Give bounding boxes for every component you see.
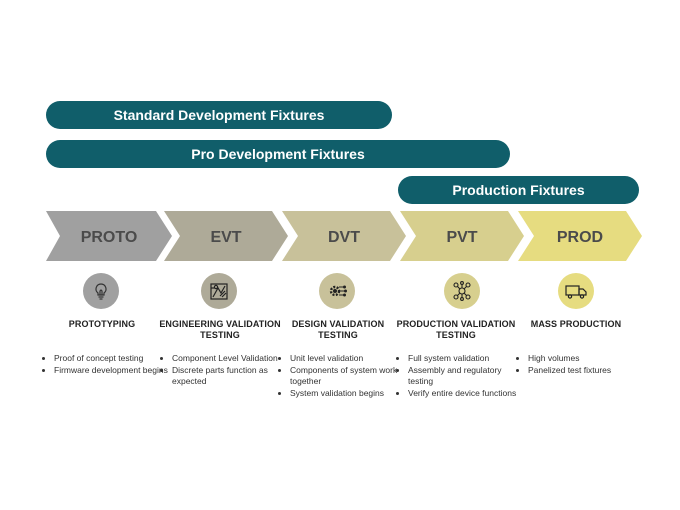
- pro-bar-label: Pro Development Fixtures: [191, 146, 365, 162]
- stage-title-evt: ENGINEERING VALIDATION TESTING: [159, 319, 281, 340]
- stage-column-proto: PROTOTYPING Proof of concept testing Fir…: [40, 319, 168, 375]
- stage-label-prod: PROD: [557, 229, 603, 246]
- stage-label-evt: EVT: [210, 229, 241, 246]
- network-hub-icon: [444, 273, 480, 309]
- stage-label-pvt: PVT: [446, 229, 477, 246]
- bullet-item: Firmware development begins: [54, 365, 172, 377]
- chevron-dvt: [282, 211, 406, 261]
- bullet-item: System validation begins: [290, 388, 408, 400]
- bullet-item: Components of system work together: [290, 365, 408, 388]
- stage-title-proto: PROTOTYPING: [68, 319, 136, 329]
- standard-development-fixtures-bar: Standard Development Fixtures: [46, 101, 392, 129]
- stage-title-pvt: PRODUCTION VALIDATION TESTING: [396, 319, 516, 340]
- stage-column-prod: MASS PRODUCTION High volumes Panelized t…: [514, 319, 638, 375]
- pro-development-fixtures-bar: Pro Development Fixtures: [46, 140, 510, 168]
- stage-label-dvt: DVT: [328, 229, 360, 246]
- delivery-truck-icon: [558, 273, 594, 309]
- chevron-proto: [46, 211, 172, 261]
- production-bar-label: Production Fixtures: [452, 182, 585, 198]
- stage-bullets-proto: Proof of concept testing Firmware develo…: [40, 353, 172, 376]
- chevron-evt: [164, 211, 288, 261]
- bullet-item: Component Level Validation: [172, 353, 290, 365]
- stage-column-dvt: DESIGN VALIDATION TESTING Unit level val…: [276, 319, 400, 398]
- stage-chevrons: PROTO EVT DVT PVT PROD: [46, 211, 642, 261]
- chevron-pvt: [400, 211, 524, 261]
- bullet-item: Discrete parts function as expected: [172, 365, 290, 388]
- stage-bullets-dvt: Unit level validation Components of syst…: [276, 353, 408, 399]
- standard-bar-label: Standard Development Fixtures: [113, 107, 325, 123]
- lightbulb-icon: [83, 273, 119, 309]
- stage-title-prod: MASS PRODUCTION: [530, 319, 622, 329]
- stage-column-pvt: PRODUCTION VALIDATION TESTING Full syste…: [394, 319, 518, 398]
- bullet-item: High volumes: [528, 353, 646, 365]
- bullet-item: Unit level validation: [290, 353, 408, 365]
- bullet-item: Proof of concept testing: [54, 353, 172, 365]
- stage-label-proto: PROTO: [81, 229, 138, 246]
- stage-bullets-pvt: Full system validation Assembly and regu…: [394, 353, 526, 399]
- gear-circuit-icon: [319, 273, 355, 309]
- bullet-item: Verify entire device functions: [408, 388, 526, 400]
- chevron-prod: [518, 211, 642, 261]
- stage-title-dvt: DESIGN VALIDATION TESTING: [291, 319, 385, 340]
- stage-bullets-evt: Component Level Validation Discrete part…: [158, 353, 290, 388]
- bullet-item: Assembly and regulatory testing: [408, 365, 526, 388]
- bullet-item: Panelized test fixtures: [528, 365, 646, 377]
- bullet-item: Full system validation: [408, 353, 526, 365]
- production-fixtures-bar: Production Fixtures: [398, 176, 639, 204]
- stage-bullets-prod: High volumes Panelized test fixtures: [514, 353, 646, 376]
- engineering-tools-icon: [201, 273, 237, 309]
- stage-column-evt: ENGINEERING VALIDATION TESTING Component…: [158, 319, 282, 386]
